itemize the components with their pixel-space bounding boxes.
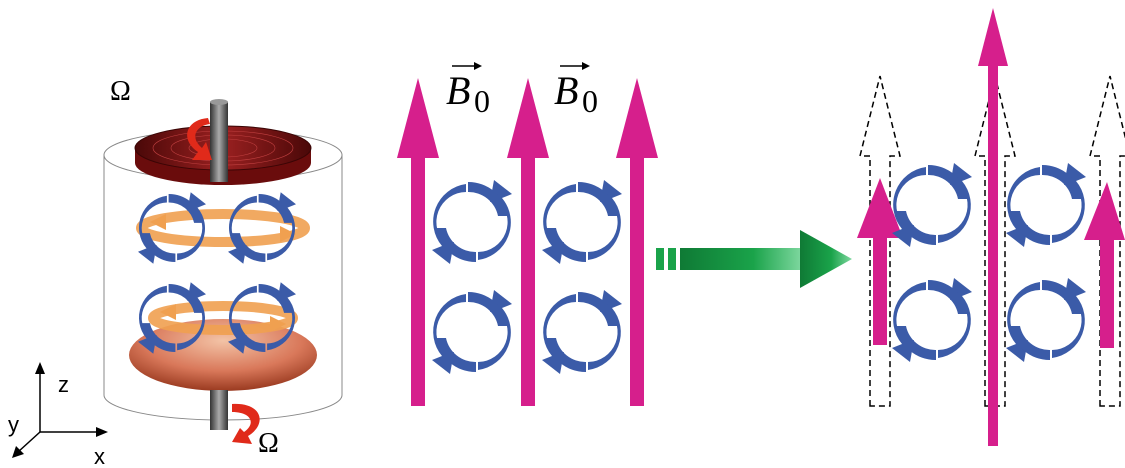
field-lines-amplified (857, 8, 1125, 446)
transition-arrow (656, 230, 852, 288)
amplified-arrowhead-right (1084, 182, 1125, 240)
coordinate-axes (12, 362, 108, 458)
axis-z-label: z (58, 372, 69, 397)
toroidal-flow-upper (136, 209, 310, 247)
svg-text:0: 0 (474, 83, 490, 119)
svg-text:B: B (446, 68, 470, 113)
axis-y-label: y (8, 412, 19, 437)
b0-arrowhead-2 (507, 78, 549, 158)
b0-label-right: B 0 (554, 62, 598, 119)
top-rotation-arrow (187, 118, 212, 160)
omega-top-label: Ω (110, 76, 131, 107)
toroidal-flow-lower (148, 301, 298, 335)
amplified-vortex-lr (1006, 278, 1086, 362)
bottom-shaft (210, 390, 228, 430)
svg-text:B: B (554, 68, 578, 113)
cylinder-vortex-ur (228, 192, 296, 264)
b0-arrowhead-3 (616, 78, 658, 158)
amplified-vortex-ll (892, 278, 972, 362)
bottom-impeller-disk (129, 319, 317, 391)
amplified-vortex-ul (892, 163, 972, 247)
axis-x-label: x (94, 444, 105, 468)
b0-arrowhead-1 (397, 78, 439, 158)
svg-text:0: 0 (582, 83, 598, 119)
amplified-arrowhead-center (978, 8, 1008, 66)
b0-label-left: B 0 (446, 62, 490, 119)
amplified-arrowhead-left (857, 178, 903, 238)
field-lines-dashed (859, 75, 1125, 407)
cylinder-vortex-ul (138, 192, 206, 264)
lattice-vortex-ur (542, 180, 622, 264)
lattice-vortex-ll (432, 290, 512, 374)
amplified-vortex-ur (1006, 163, 1086, 247)
lattice-vortex-ul (432, 180, 512, 264)
bottom-rotation-arrow (232, 403, 260, 444)
lattice-vortex-lr (542, 290, 622, 374)
field-lines-initial (397, 78, 658, 406)
top-shaft (210, 102, 228, 182)
omega-bottom-label: Ω (258, 428, 279, 459)
cylinder-apparatus: Ω Ω (103, 76, 343, 459)
